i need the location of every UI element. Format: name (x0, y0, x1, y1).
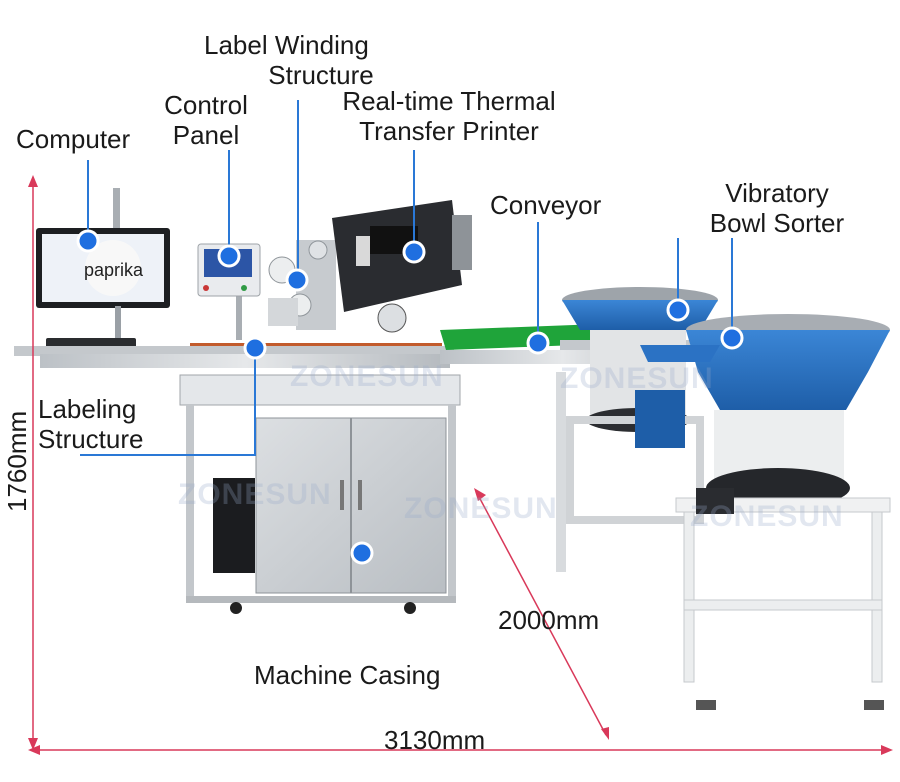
marker-label-winding (285, 268, 309, 292)
label-printer: Real-time Thermal Transfer Printer (334, 86, 564, 146)
marker-vibratory-rear (666, 298, 690, 322)
label-labeling-line2: Structure (38, 424, 144, 454)
label-labeling-line1: Labeling (38, 394, 137, 424)
leader-lines (80, 100, 733, 456)
label-control-panel: Control Panel (158, 90, 254, 150)
marker-printer (402, 240, 426, 264)
controller-box (696, 488, 734, 514)
marker-dots (76, 229, 744, 565)
label-control-panel-line2: Panel (172, 120, 240, 150)
watermark-5: ZONESUN (690, 500, 844, 533)
dimension-depth: 2000mm (498, 605, 600, 635)
conveyor-rail (14, 324, 690, 368)
dimension-lines (28, 175, 893, 755)
thermal-printer (332, 200, 472, 333)
marker-control-panel (217, 244, 241, 268)
rear-bowl-sorter (556, 287, 718, 572)
watermark-2: ZONESUN (178, 478, 332, 511)
watermark-3: ZONESUN (404, 492, 558, 525)
label-vibratory: Vibratory Bowl Sorter (702, 178, 852, 238)
label-printer-line2: Transfer Printer (359, 116, 539, 146)
label-label-winding-line2: Structure (268, 60, 374, 90)
label-machine-casing: Machine Casing (254, 660, 441, 690)
machine-cabinet (179, 374, 461, 614)
label-label-winding: Label Winding Structure (196, 30, 386, 90)
label-conveyor: Conveyor (490, 190, 602, 220)
label-printer-line1: Real-time Thermal (342, 86, 556, 116)
monitor-screen-text: paprika (84, 260, 144, 280)
keyboard (46, 338, 136, 348)
label-label-winding-line1: Label Winding (204, 30, 369, 60)
dimension-width: 3130mm (384, 725, 486, 755)
marker-conveyor (526, 331, 550, 355)
label-labeling: Labeling Structure (38, 394, 144, 454)
label-vibratory-line1: Vibratory (725, 178, 829, 208)
label-vibratory-line2: Bowl Sorter (709, 208, 845, 238)
label-control-panel-line1: Control (164, 90, 248, 120)
computer-monitor (36, 188, 170, 348)
label-computer: Computer (16, 124, 131, 154)
marker-vibratory-front (720, 326, 744, 350)
marker-casing (350, 541, 374, 565)
marker-computer (76, 229, 100, 253)
pc-tower (213, 478, 255, 573)
marker-labeling (243, 336, 267, 360)
watermark-1: ZONESUN (290, 360, 444, 393)
motor (635, 390, 685, 448)
dimension-height: 1760mm (2, 410, 32, 512)
front-bowl-sorter (640, 314, 891, 710)
watermark-4: ZONESUN (560, 362, 714, 395)
